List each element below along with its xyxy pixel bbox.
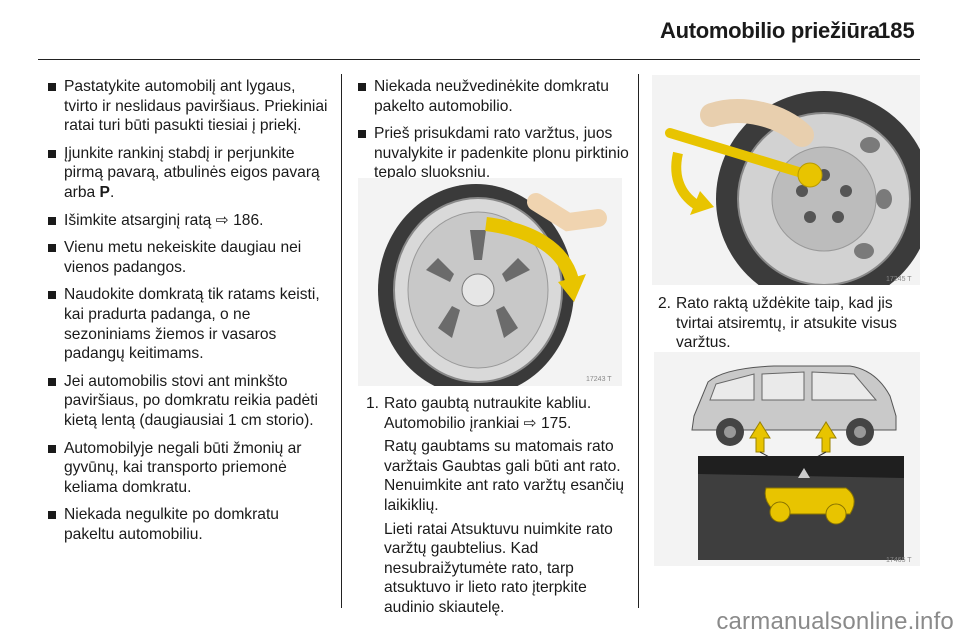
page-header-title: Automobilio priežiūra [660, 18, 880, 43]
header-divider [38, 59, 920, 60]
step-1-paragraph: Lieti ratai Atsuktuvu nuimkite rato varž… [384, 520, 613, 616]
bullet-item: Niekada negulkite po domkratu pakeltu au… [48, 505, 332, 544]
bullet-square-icon [358, 130, 366, 139]
middle-column: Niekada neužvedinėkite domkratu pakelto … [358, 77, 630, 191]
bullet-square-icon [48, 444, 56, 453]
bullet-item: Įjunkite rankinį stabdį ir perjunkite pi… [48, 144, 332, 203]
bullet-square-icon [48, 377, 56, 386]
jack-point-illustration: 17465 T [654, 352, 920, 566]
step-2-block: 2.Rato raktą uždėkite taip, kad jis tvir… [650, 294, 922, 357]
figure-code-17243: 17243 T [586, 376, 612, 383]
column-divider-2 [638, 74, 639, 608]
bullet-item: Automobilyje negali būti žmonių ar gyvūn… [48, 439, 332, 498]
bullet-square-icon [48, 244, 56, 253]
step-2: 2.Rato raktą uždėkite taip, kad jis tvir… [658, 295, 897, 352]
page-number: 185 [878, 18, 915, 43]
bullet-square-icon [48, 216, 56, 225]
bullet-square-icon [48, 511, 56, 520]
figure-code-17465: 17465 T [886, 557, 912, 564]
column-divider-1 [341, 74, 342, 608]
page-ref-link[interactable]: 175. [540, 414, 572, 432]
bullet-item: Vienu metu nekeiskite daugiau nei vienos… [48, 238, 332, 277]
wheel-wrench-illustration: 17245 T [652, 75, 932, 307]
figure-code-17245: 17245 T [886, 276, 912, 283]
watermark-text: carmanualsonline.info [716, 608, 954, 635]
bullet-square-icon [48, 291, 56, 300]
bullet-square-icon [48, 83, 56, 91]
bullet-item: Prieš prisukdami rato varžtus, juos nuva… [358, 124, 630, 183]
bullet-item: Išimkite atsarginį ratą ⇨ 186. [48, 211, 332, 231]
bullet-item: Niekada neužvedinėkite domkratu pakelto … [358, 77, 630, 116]
bullet-item: Pastatykite automobilį ant lygaus, tvirt… [48, 77, 332, 136]
page-ref-link[interactable]: 186. [233, 211, 264, 229]
page-ref-icon: ⇨ [523, 414, 537, 432]
bullet-square-icon [358, 83, 366, 91]
step-1-block: 1.Rato gaubtą nutraukite kabliu. Automob… [358, 394, 630, 622]
step-1: 1.Rato gaubtą nutraukite kabliu. Automob… [366, 395, 592, 432]
step-1-paragraph: Ratų gaubtams su matomais rato varžtais … [384, 438, 625, 514]
left-column: Pastatykite automobilį ant lygaus, tvirt… [48, 77, 332, 552]
bullet-item: Naudokite domkratą tik ratams keisti, ka… [48, 285, 332, 363]
bullet-item: Jei automobilis stovi ant minkšto pavirš… [48, 372, 332, 431]
bullet-square-icon [48, 149, 56, 158]
wheel-cover-illustration: 17243 T [358, 178, 622, 396]
page-ref-icon: ⇨ [215, 211, 229, 229]
